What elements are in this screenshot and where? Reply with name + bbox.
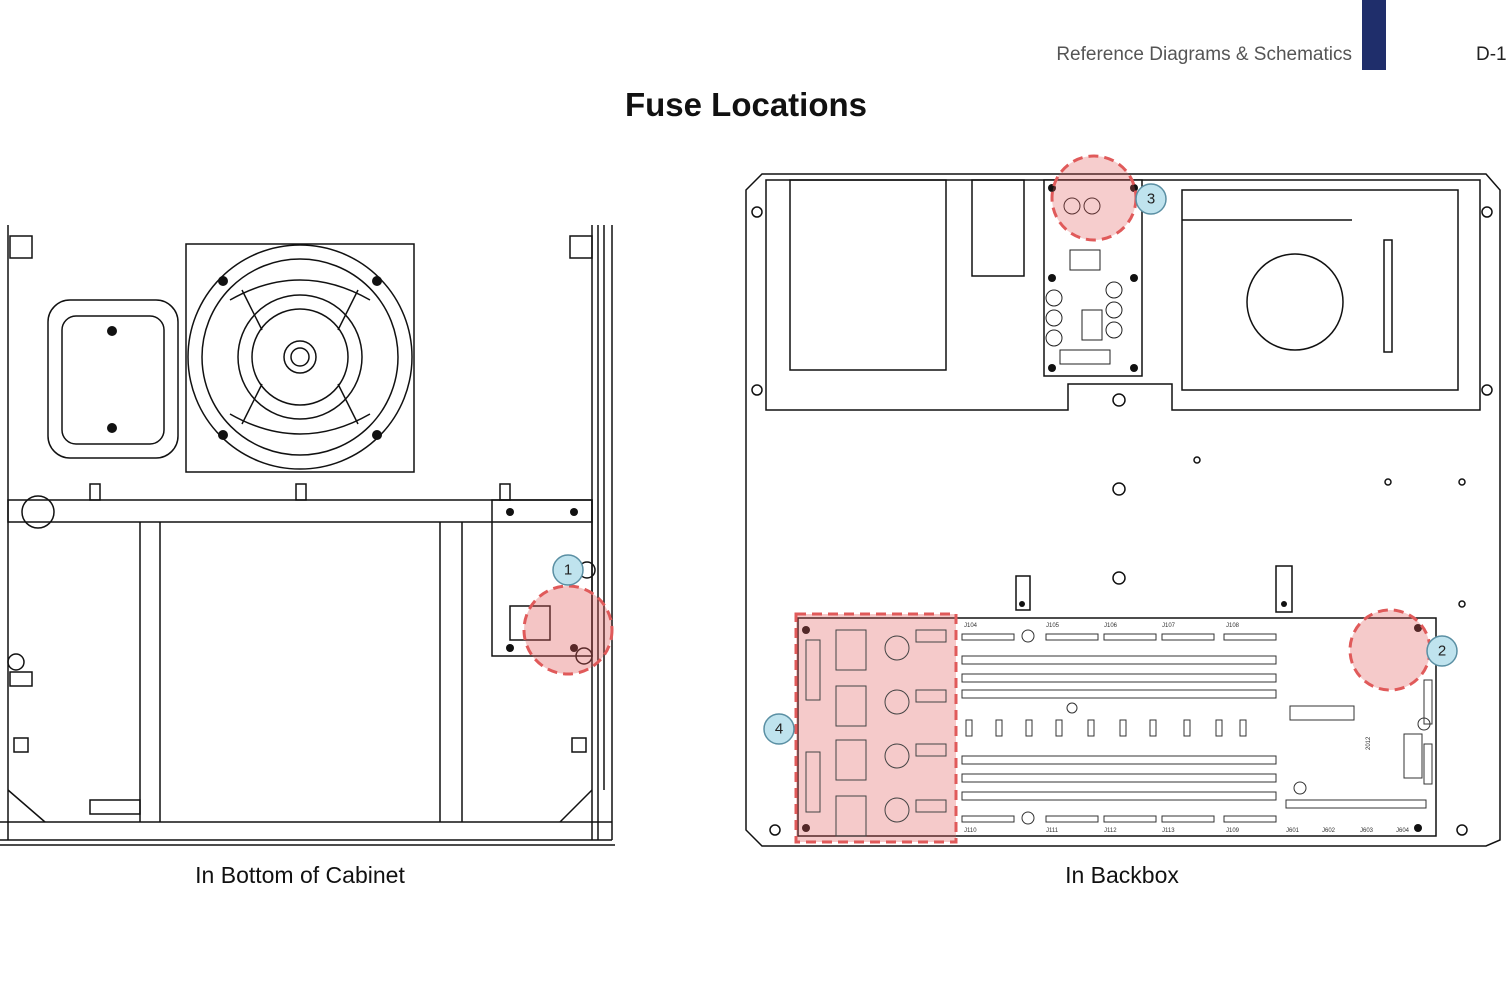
connector-rows [961,629,1433,825]
callout-4-number: 4 [775,721,783,738]
section-title: Reference Diagrams & Schematics [1056,44,1352,65]
label-j111: J111 [1046,828,1059,834]
label-j112: J112 [1104,828,1117,834]
label-j104: J104 [964,623,978,629]
fuse-highlight-1 [522,584,614,676]
backbox-drawing [745,173,1501,847]
callout-1-number: 1 [564,562,572,579]
label-j106: J106 [1104,623,1118,629]
callout-2[interactable]: 2 [1426,635,1458,667]
power-board [1043,179,1143,377]
label-j110: J110 [964,828,977,834]
label-j109: J109 [1226,828,1240,834]
callout-1[interactable]: 1 [552,554,584,586]
label-j603: J603 [1360,828,1374,834]
caption-bottom-of-cabinet: In Bottom of Cabinet [195,862,405,888]
cabinet-drawing [0,225,615,846]
callout-2-number: 2 [1438,643,1446,660]
label-j602: J602 [1322,828,1336,834]
callout-4[interactable]: 4 [763,713,795,745]
label-j113: J113 [1162,828,1175,834]
backbox-holes [751,206,1493,836]
label-j107: J107 [1162,623,1176,629]
io-board: J104 J105 J106 J107 J108 J110 J111 J112 … [797,601,1437,837]
label-year: 2012 [1366,736,1372,750]
callout-3[interactable]: 3 [1135,183,1167,215]
fuse-highlight-3 [1050,154,1138,242]
fuse-highlight-4 [794,612,958,844]
label-j604: J604 [1396,828,1410,834]
label-j108: J108 [1226,623,1240,629]
fuse-highlight-2 [1348,608,1432,692]
page-title: Fuse Locations [624,86,868,123]
page-number: D-1 [1476,44,1507,65]
caption-backbox: In Backbox [1065,862,1179,888]
callout-3-number: 3 [1147,191,1155,208]
header-accent-bar [1362,0,1386,70]
label-j601: J601 [1286,828,1300,834]
label-j105: J105 [1046,623,1060,629]
cabinet-screws [107,276,578,652]
